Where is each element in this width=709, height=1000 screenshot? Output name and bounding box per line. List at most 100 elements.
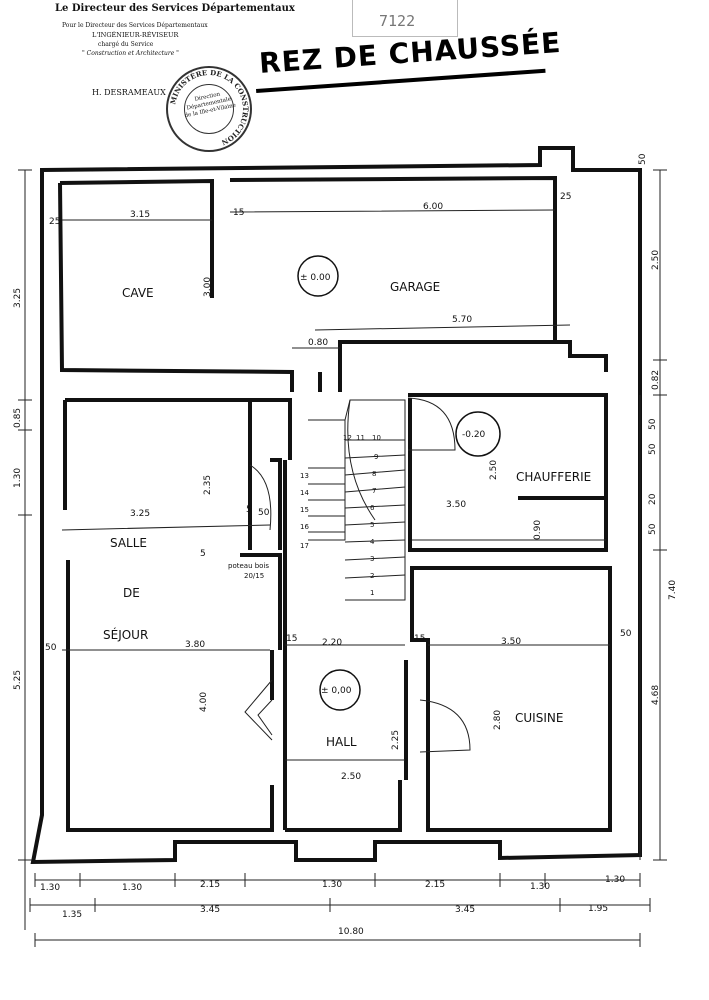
vertical-labels: 3.00 2.35 4.00 2.50 0.90 2.25 2.80 3.25 … <box>13 153 678 750</box>
dim-cave-width: 3.15 <box>130 210 150 220</box>
dim-right-50-b: 50 <box>648 443 658 455</box>
vertical-dim-right <box>639 169 667 861</box>
dim-w5: 5 <box>246 505 252 515</box>
dim-salle-top: 3.25 <box>130 509 150 519</box>
stair-curve <box>347 399 376 521</box>
dim-cuisine-height: 2.80 <box>493 710 503 730</box>
dim-w50-salle: 50 <box>258 508 270 518</box>
dim-b1-5: 2.15 <box>425 880 445 890</box>
dim-b1-3: 2.15 <box>200 880 220 890</box>
stair-step-number: 3 <box>370 555 374 563</box>
engineer-title: L'INGÉNIEUR-RÉVISEUR <box>92 31 179 39</box>
right-lower-outer <box>555 340 608 372</box>
dim-b2-3: 3.45 <box>455 905 475 915</box>
poteau-note-1: poteau bois <box>228 562 269 570</box>
dim-b2-4: 1.95 <box>588 904 608 914</box>
dim-w5-lower: 5 <box>200 549 206 559</box>
level-garage: ± 0.00 <box>300 273 331 283</box>
cuisine-wall <box>410 566 612 832</box>
stair-step-number: 16 <box>300 523 309 531</box>
service-line: chargé du Service <box>98 41 154 48</box>
level-chaufferie: -0.20 <box>462 430 486 440</box>
bottom-dims-row-2: 1.35 3.45 3.45 1.95 <box>62 904 608 920</box>
director-title: Le Directeur des Services Départementaux <box>55 3 295 14</box>
stair-step-number: 10 <box>372 434 381 442</box>
dim-chaufferie-height: 2.50 <box>489 460 499 480</box>
garage-level-circle <box>297 255 339 297</box>
signature-name: H. DESRAMEAUX <box>92 88 166 97</box>
cave-dim <box>61 209 610 761</box>
room-salle: SALLE <box>110 536 147 550</box>
dim-b1-4: 1.30 <box>322 880 342 890</box>
stair-step-number: 17 <box>300 542 309 550</box>
horizontal-dim-2 <box>29 898 651 912</box>
cave-lower-wall <box>58 182 294 392</box>
dim-salle-bottom: 3.80 <box>185 640 205 650</box>
vertical-dim-left <box>18 169 32 930</box>
horizontal-dim-total <box>34 933 641 947</box>
stair-step-number: 14 <box>300 489 309 497</box>
poteau-note-2: 20/15 <box>244 572 264 580</box>
stair-step-number: 1 <box>370 589 374 597</box>
salle-door-arc <box>249 464 272 531</box>
dim-w25-right: 25 <box>560 192 571 202</box>
dim-total-width: 10.80 <box>338 927 364 937</box>
stair-step-number: 15 <box>300 506 309 514</box>
header-annotations: Le Directeur des Services Départementaux… <box>0 0 709 152</box>
dim-salle-height: 4.00 <box>199 692 209 712</box>
dim-b2-2: 3.45 <box>200 905 220 915</box>
official-stamp: MINISTÈRE DE LA CONSTRUCTION Direction D… <box>166 66 252 152</box>
stair-step-number: 11 <box>356 434 365 442</box>
dim-right-50-c: 50 <box>648 523 658 535</box>
director-subtitle: Pour le Directeur des Services Départeme… <box>62 22 208 29</box>
stair-step-number: 6 <box>370 504 375 512</box>
dim-w15-cuisine: 15 <box>414 634 425 644</box>
walls <box>30 146 642 865</box>
dim-garage-width: 6.00 <box>423 202 443 212</box>
dim-w50-left: 50 <box>45 643 57 653</box>
dim-w50-cuisine: 50 <box>620 629 632 639</box>
garage-lower-dim <box>314 324 571 331</box>
dim-cuisine-width: 3.50 <box>501 637 521 647</box>
stair-step-number: 7 <box>372 487 376 495</box>
dim-right-50-top: 50 <box>638 153 648 165</box>
dim-b1-7: 1.30 <box>605 875 625 885</box>
dim-b1-6: 1.30 <box>530 882 550 892</box>
entry-door <box>244 679 273 741</box>
stamp-inner-circle <box>184 84 234 134</box>
chaufferie-level-circle <box>455 411 501 457</box>
dim-right-082: 0.82 <box>651 370 661 390</box>
horizontal-dim-1 <box>34 873 641 887</box>
dim-left-525: 5.25 <box>13 670 23 690</box>
level-markers <box>297 255 501 711</box>
dim-salle-upper: 2.35 <box>203 475 213 495</box>
room-garage: GARAGE <box>390 280 440 294</box>
room-cave: CAVE <box>122 286 154 300</box>
dim-right-740: 7.40 <box>668 580 678 600</box>
stair-step-number: 9 <box>374 453 378 461</box>
dim-right-50-a: 50 <box>648 418 658 430</box>
stair-step-number: 12 <box>343 434 352 442</box>
dim-left-325: 3.25 <box>13 288 23 308</box>
room-de: DE <box>123 586 140 600</box>
room-sejour: SÉJOUR <box>103 627 148 642</box>
dim-w15-hall: 15 <box>286 634 297 644</box>
salle-door-wall <box>250 398 292 550</box>
stair-step-number: 8 <box>372 470 376 478</box>
service-name: " Construction et Architecture " <box>82 50 179 57</box>
document-number-box: 7122 <box>352 0 458 37</box>
dim-w25: 25 <box>49 217 60 227</box>
dim-hall-side: 2.25 <box>391 730 401 750</box>
salle-wall <box>63 398 282 832</box>
thin-lines <box>18 169 667 947</box>
outer-wall <box>30 146 642 865</box>
dim-hall-top: 2.20 <box>322 638 342 648</box>
dim-passage: 0.80 <box>308 338 328 348</box>
stair-step-number: 2 <box>370 572 374 580</box>
room-chaufferie: CHAUFFERIE <box>516 470 591 484</box>
stair-step-number: 13 <box>300 472 309 480</box>
dim-b1-1: 1.30 <box>40 883 60 893</box>
dim-b1-2: 1.30 <box>122 883 142 893</box>
hall-level-circle <box>319 669 361 711</box>
